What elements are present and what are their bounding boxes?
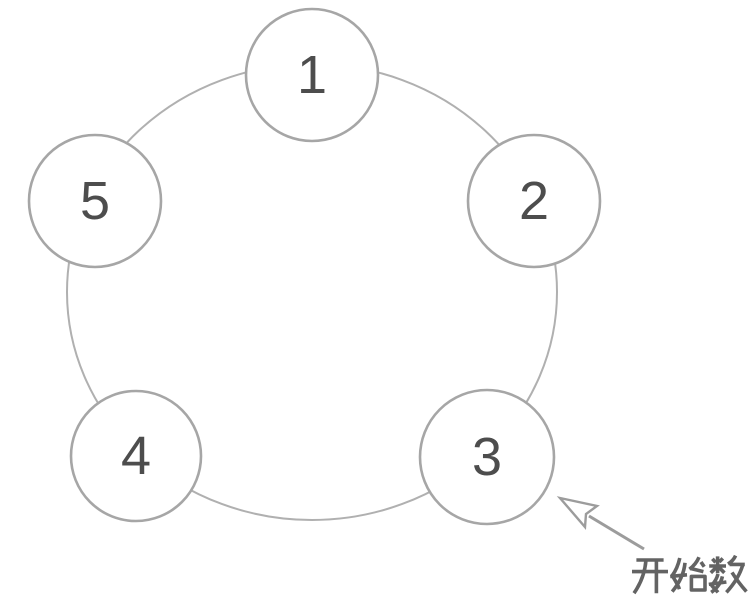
node-circle-3	[418, 388, 556, 526]
node-3: 3	[418, 388, 556, 526]
cjk-char-kai	[632, 558, 669, 595]
node-2: 2	[466, 133, 602, 269]
node-circle-4	[69, 389, 203, 523]
start-label	[632, 554, 748, 595]
node-circle-2	[466, 133, 602, 269]
node-5: 5	[27, 133, 163, 269]
node-label-4: 4	[121, 426, 151, 486]
arrow-head-icon	[556, 496, 600, 530]
node-1: 1	[244, 7, 380, 143]
node-circle-5	[27, 133, 163, 269]
arrow-shaft	[588, 514, 645, 551]
node-label-2: 2	[519, 171, 549, 231]
node-label-3: 3	[472, 427, 502, 487]
start-arrow	[556, 496, 645, 551]
node-label-1: 1	[297, 45, 327, 105]
node-4: 4	[69, 389, 203, 523]
node-circle-1	[244, 7, 380, 143]
cjk-char-shu	[708, 554, 748, 594]
node-label-5: 5	[80, 171, 110, 231]
cjk-char-shi	[670, 556, 707, 593]
